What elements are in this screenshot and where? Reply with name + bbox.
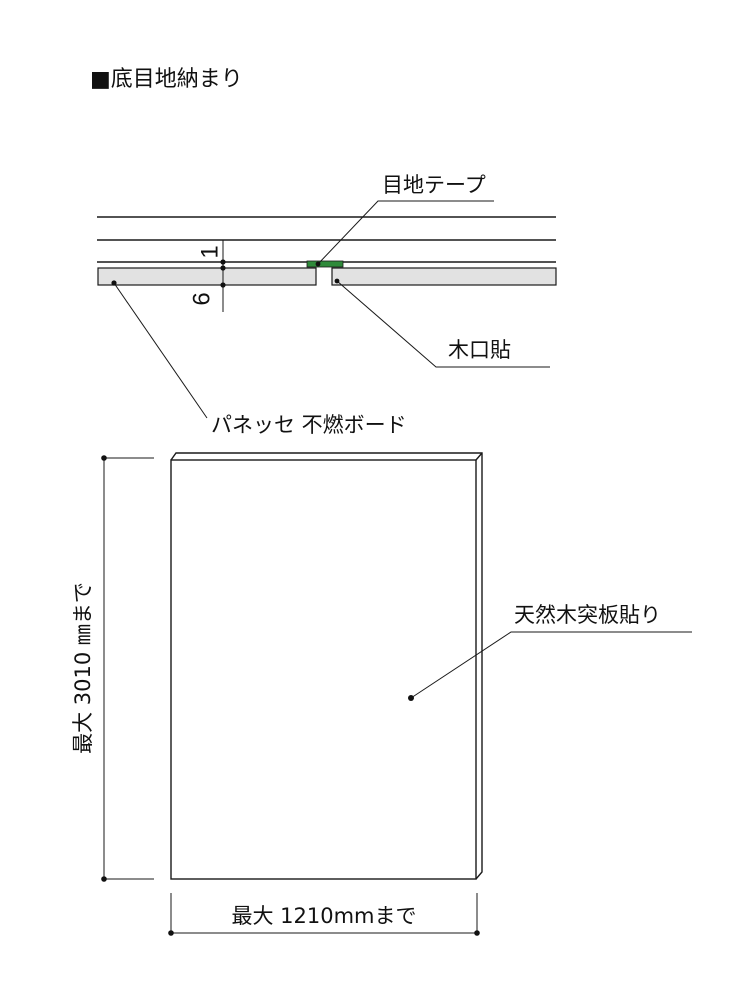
joint-section: 1 6 目地テープ 木口貼 パネッセ 不燃ボード <box>97 173 557 437</box>
joint-tape <box>306 260 344 268</box>
dim-dot-3 <box>220 282 226 288</box>
dim-dot-1 <box>220 259 226 265</box>
edge-banding-label: 木口貼 <box>448 338 511 362</box>
panel-elevation: 最大 3010 ㎜まで 最大 1210mmまで 天然木突板貼り <box>71 452 692 936</box>
dim-dot-2 <box>220 265 226 271</box>
width-dim-dot-right <box>474 930 480 936</box>
veneer-label: 天然木突板貼り <box>514 603 661 627</box>
panel-height-label: 最大 3010 ㎜まで <box>71 582 95 754</box>
leader-veneer <box>410 631 692 699</box>
board-right <box>331 267 557 286</box>
leader-joint-tape <box>317 200 494 265</box>
leader-board-dot <box>111 280 117 286</box>
height-dim-dot-bottom <box>101 876 107 882</box>
leader-edge-banding <box>336 280 550 368</box>
joint-tape-label: 目地テープ <box>382 173 486 197</box>
panel-corner-edge <box>475 452 483 461</box>
leader-board <box>113 282 208 419</box>
board-label: パネッセ 不燃ボード <box>211 413 407 437</box>
drawing-title: ■底目地納まり <box>90 67 243 92</box>
dim-top-value: 1 <box>196 245 223 258</box>
leader-edge-banding-dot <box>334 278 340 284</box>
dim-bottom-value: 6 <box>188 292 215 305</box>
panel-edge <box>170 452 483 880</box>
leader-joint-tape-dot <box>315 261 321 267</box>
leader-veneer-dot <box>408 695 414 701</box>
panel-face <box>170 459 477 880</box>
height-dim-dot-top <box>101 455 107 461</box>
panel-width-label: 最大 1210mmまで <box>231 904 416 928</box>
board-left <box>97 267 317 286</box>
width-dim-dot-left <box>168 930 174 936</box>
